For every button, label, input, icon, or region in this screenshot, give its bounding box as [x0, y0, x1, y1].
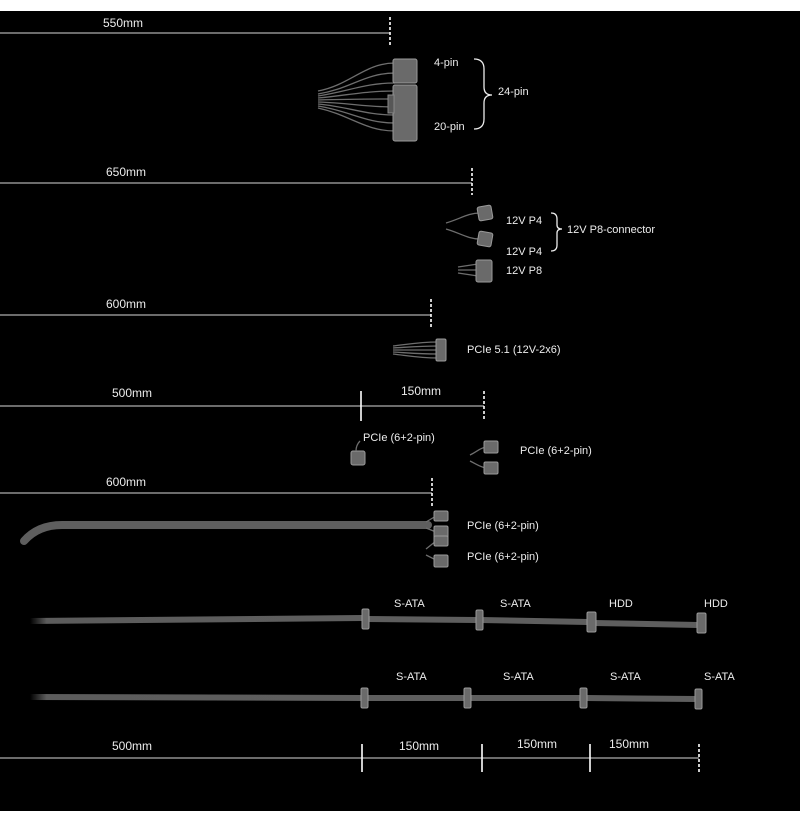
pcie-dual-connector-b2: [433, 554, 449, 568]
cpu-cable-group: 650mm 12V P4 12V P4 12V P8-connector 12V…: [0, 165, 655, 283]
label-pcie51: PCIe 5.1 (12V-2x6): [467, 344, 561, 356]
sata-connector: [475, 609, 484, 631]
length-label: 150mm: [399, 739, 439, 753]
main-24pin-cable-group: 550mm 4-pin 20-pin 24-pin: [0, 16, 529, 142]
length-label: 650mm: [106, 165, 146, 179]
sata-connector: [579, 687, 588, 709]
label-sata: S-ATA: [500, 598, 531, 610]
p8-connector: [475, 259, 493, 283]
length-label: 600mm: [106, 297, 146, 311]
pcie-dual-cable-group: 600mm PCIe (6+2-pin) PCIe (6+2-pin): [0, 475, 539, 568]
p4-wire-b: [445, 228, 481, 240]
hdd-molex-connector: [586, 611, 597, 633]
sata-connector: [463, 687, 472, 709]
length-label: 500mm: [112, 739, 152, 753]
cable-diagram: 550mm 4-pin 20-pin 24-pin 650mm 12V: [0, 11, 800, 811]
label-20pin: 20-pin: [434, 121, 465, 133]
label-sata: S-ATA: [503, 671, 534, 683]
label-12v-p8: 12V P8: [506, 265, 542, 277]
sata-cable-group: S-ATA S-ATA S-ATA S-ATA: [27, 671, 735, 710]
length-label-first: 500mm: [112, 386, 152, 400]
sata-hdd-cable-segment-4: [593, 620, 699, 628]
20pin-connector: [392, 84, 418, 142]
length-label: 550mm: [103, 16, 143, 30]
label-12v-p8-connector: 12V P8-connector: [567, 224, 655, 236]
sata-connector: [360, 687, 369, 709]
sata-length-ruler: 500mm 150mm 150mm 150mm: [0, 737, 700, 772]
label-sata: S-ATA: [704, 671, 735, 683]
label-12v-p4-b: 12V P4: [506, 246, 542, 258]
connector-latch: [387, 94, 395, 114]
p4-wire-a: [445, 212, 481, 224]
label-sata: S-ATA: [394, 598, 425, 610]
pcie-end-connector-a: [483, 440, 499, 454]
sata-connector: [361, 608, 370, 630]
pcie51-cable-group: 600mm PCIe 5.1 (12V-2x6): [0, 297, 561, 362]
pcie-end-connector-b: [483, 461, 499, 475]
label-sata: S-ATA: [396, 671, 427, 683]
12v-2x6-connector: [435, 338, 447, 362]
p4-connector-b: [476, 230, 494, 248]
label-24pin: 24-pin: [498, 86, 529, 98]
label-hdd: HDD: [609, 598, 633, 610]
pcie-split-cable-group: 500mm 150mm PCIe (6+2-pin) PCIe (6+2-pin…: [0, 384, 592, 475]
brace-p8-connector: [550, 212, 563, 252]
sata-hdd-cable-segment-3: [479, 617, 589, 625]
label-hdd: HDD: [704, 598, 728, 610]
label-pcie-dual-a: PCIe (6+2-pin): [467, 520, 539, 532]
main-24pin-fanout-wires: [317, 62, 396, 132]
sata-hdd-cable-segment-2: [365, 616, 477, 623]
label-12v-p4-a: 12V P4: [506, 215, 542, 227]
length-label: 150mm: [609, 737, 649, 751]
4pin-connector: [392, 58, 418, 84]
pcie-mid-wire: [355, 440, 361, 452]
sata-hdd-cable-segment-1: [27, 615, 365, 624]
brace-24pin: [473, 58, 493, 130]
label-sata: S-ATA: [610, 671, 641, 683]
hdd-molex-connector: [696, 612, 707, 634]
cable-diagram-svg: 550mm 4-pin 20-pin 24-pin 650mm 12V: [0, 16, 735, 772]
pcie-dual-cable-a: [20, 521, 432, 545]
label-4pin: 4-pin: [434, 57, 458, 69]
sata-cable-segment-1: [27, 694, 365, 701]
pcie-dual-connector-a1: [433, 510, 449, 522]
sata-connector: [694, 688, 703, 710]
label-pcie-end: PCIe (6+2-pin): [520, 445, 592, 457]
length-label-second: 150mm: [401, 384, 441, 398]
length-label: 600mm: [106, 475, 146, 489]
pcie-mid-connector: [350, 450, 366, 466]
length-label: 150mm: [517, 737, 557, 751]
label-pcie-mid: PCIe (6+2-pin): [363, 432, 435, 444]
label-pcie-dual-b: PCIe (6+2-pin): [467, 551, 539, 563]
pcie-dual-connector-b1: [433, 535, 449, 547]
sata-hdd-cable-group: S-ATA S-ATA HDD HDD: [27, 598, 728, 634]
p4-connector-a: [476, 204, 494, 222]
sata-cable-segment-4: [585, 695, 697, 702]
